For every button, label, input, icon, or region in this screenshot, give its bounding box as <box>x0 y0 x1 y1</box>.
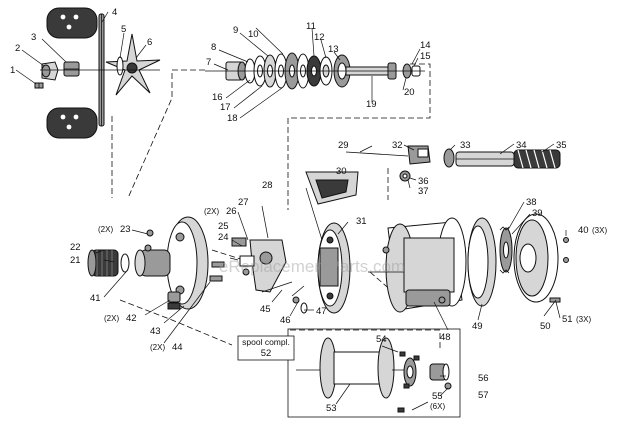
levelwind-assembly <box>305 145 561 205</box>
lower-handle-knob <box>46 107 98 139</box>
star-drag <box>105 33 161 96</box>
callout-24: 24 <box>218 232 229 243</box>
bolt-42 <box>167 291 181 303</box>
callout-52: 52 <box>261 348 272 359</box>
handle-screw <box>34 82 44 89</box>
callout-33: 33 <box>460 140 471 151</box>
callout-21: 21 <box>70 255 81 266</box>
callout-30: 30 <box>336 166 347 177</box>
callout-13: 13 <box>328 44 339 55</box>
callout-18: 18 <box>227 113 238 124</box>
star-drag-washer <box>116 56 124 76</box>
spool-compl-label: spool compl. <box>242 337 290 347</box>
callout-50: 50 <box>540 321 551 332</box>
callout-45: 45 <box>260 304 271 315</box>
callout-22: 22 <box>70 242 81 253</box>
spool <box>296 337 412 399</box>
callout-43: 43 <box>150 326 161 337</box>
callout-49: 49 <box>472 321 483 332</box>
clutch-assembly <box>231 237 308 314</box>
callout-39: 39 <box>532 208 543 219</box>
callout-38: 38 <box>526 197 537 208</box>
callout-23: 23 <box>120 224 131 235</box>
callout-27: 27 <box>238 197 249 208</box>
callout-46: 46 <box>280 315 291 326</box>
callout-47: 47 <box>316 306 327 317</box>
reel-frame <box>368 217 467 313</box>
callout-37: 37 <box>418 186 429 197</box>
callout-28: 28 <box>262 180 273 191</box>
callout-42: 42 <box>126 313 137 324</box>
right-side-gear <box>467 217 513 307</box>
callout-8: 8 <box>211 42 216 53</box>
callout-16: 16 <box>212 92 223 103</box>
qty-44: (2X) <box>150 343 165 352</box>
callout-40: 40 <box>578 225 589 236</box>
callout-numbers: 1 2 3 4 5 6 7 8 9 10 11 12 13 14 15 16 1… <box>10 7 607 414</box>
callout-41: 41 <box>90 293 101 304</box>
handle-assembly <box>34 7 161 139</box>
qty-26: (2X) <box>204 207 219 216</box>
callout-9: 9 <box>233 25 238 36</box>
callout-57: 57 <box>478 390 489 401</box>
qty-42: (2X) <box>104 314 119 323</box>
drag-washer-stack <box>205 52 425 90</box>
callout-44: 44 <box>172 342 183 353</box>
callout-2: 2 <box>15 43 20 54</box>
left-side-plate <box>134 216 209 310</box>
side-cover <box>513 213 569 303</box>
qty-55: (6X) <box>430 402 445 411</box>
callout-7: 7 <box>206 57 211 68</box>
callout-14: 14 <box>420 40 431 51</box>
spool-cap <box>87 249 130 277</box>
callout-34: 34 <box>516 140 527 151</box>
callout-26: 26 <box>226 206 237 217</box>
right-side-plate <box>317 222 351 314</box>
callout-6: 6 <box>147 37 152 48</box>
callout-31: 31 <box>356 216 367 227</box>
leader-lines <box>15 11 567 411</box>
callout-53: 53 <box>326 403 337 414</box>
callout-20: 20 <box>404 87 415 98</box>
assembly-guide-lines <box>111 63 441 350</box>
callout-12: 12 <box>314 32 325 43</box>
spool-compl-group: spool compl. 52 <box>237 328 461 418</box>
callout-54: 54 <box>376 334 387 345</box>
handle-nut <box>63 61 80 77</box>
qty-23: (2X) <box>98 225 113 234</box>
callout-56: 56 <box>478 373 489 384</box>
callout-17: 17 <box>220 102 231 113</box>
callout-10: 10 <box>248 29 259 40</box>
callout-15: 15 <box>420 51 431 62</box>
callout-32: 32 <box>392 140 403 151</box>
callout-5: 5 <box>121 24 126 35</box>
qty-51: (3X) <box>576 315 591 324</box>
qty-40: (3X) <box>592 226 607 235</box>
callout-55: 55 <box>432 391 443 402</box>
line-guide <box>305 171 359 205</box>
callout-25: 25 <box>218 221 229 232</box>
watermark: eReplacementParts.com <box>219 257 405 276</box>
callout-11: 11 <box>306 21 316 32</box>
callout-35: 35 <box>556 140 567 151</box>
callout-1: 1 <box>10 65 15 76</box>
spool-brake <box>397 351 420 413</box>
callout-36: 36 <box>418 176 429 187</box>
handle-retainer <box>41 61 59 81</box>
callout-51: 51 <box>562 314 573 325</box>
upper-handle-knob <box>46 7 98 39</box>
callout-4: 4 <box>112 7 117 18</box>
worm-gear <box>513 149 561 169</box>
callout-48: 48 <box>440 332 451 343</box>
callout-19: 19 <box>366 99 377 110</box>
callout-3: 3 <box>31 32 36 43</box>
callout-29: 29 <box>338 140 349 151</box>
